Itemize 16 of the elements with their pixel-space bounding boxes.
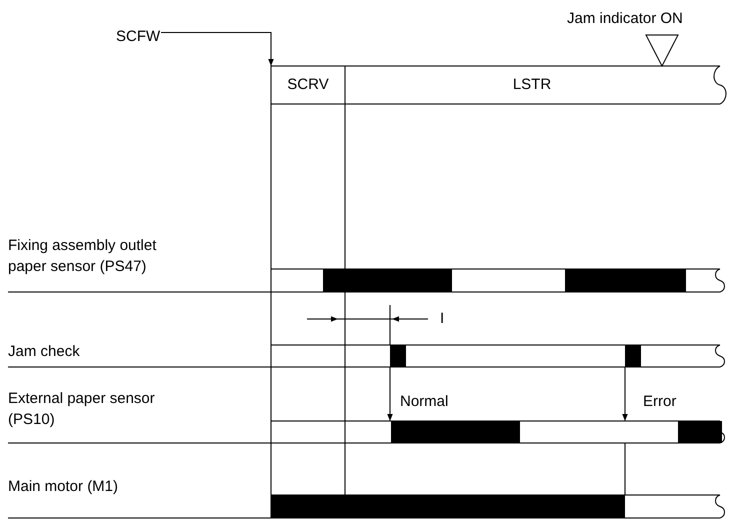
trigger-arrow xyxy=(622,366,628,422)
leader-arrow xyxy=(160,32,274,66)
signal-pulse xyxy=(625,345,641,367)
indicator-label: Jam indicator ON xyxy=(567,9,683,28)
condition-label: Normal xyxy=(400,392,448,411)
state-label: SCRV xyxy=(272,67,344,103)
signal-label: SCFW xyxy=(116,27,160,46)
condition-label: Error xyxy=(643,392,676,411)
signal-pulse xyxy=(390,345,406,367)
signal-label: External paper sensor (PS10) xyxy=(8,389,156,430)
signal-label: Fixing assembly outlet paper sensor (PS47) xyxy=(8,236,158,277)
dimension-label: I xyxy=(440,309,444,328)
state-label: LSTR xyxy=(346,67,718,103)
trigger-arrow xyxy=(387,366,393,422)
signal-label: Main motor (M1) xyxy=(8,477,118,496)
signal-label: Jam check xyxy=(8,342,80,361)
